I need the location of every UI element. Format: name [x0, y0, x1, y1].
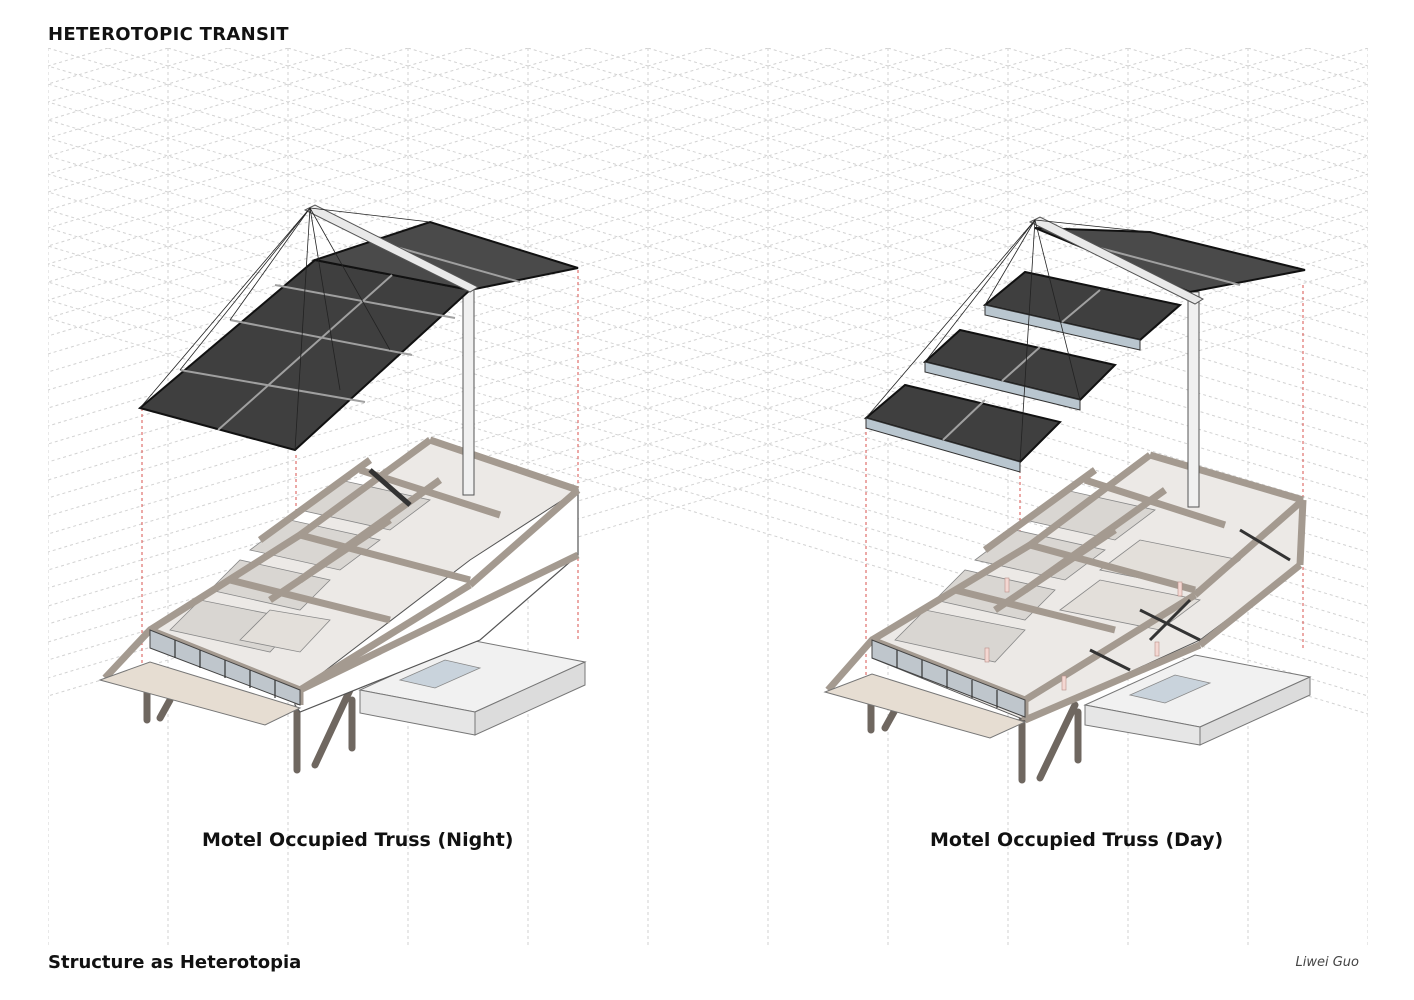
truss-frame-day — [825, 451, 1307, 724]
grid-line — [48, 48, 1129, 373]
grid-line — [48, 48, 889, 301]
suspension-cables — [139, 207, 431, 451]
occupant-figures-day — [984, 577, 1183, 691]
grid-line — [48, 48, 949, 319]
grid-line — [48, 48, 649, 229]
grid-line — [48, 48, 589, 211]
grid-line — [467, 48, 1368, 319]
cantilever-arm-day — [1028, 216, 1205, 305]
grid-line — [827, 48, 1368, 211]
grid-line — [587, 48, 1368, 283]
grid-line — [48, 48, 1368, 445]
cantilever-arm — [303, 204, 480, 293]
grid-line — [48, 48, 1009, 337]
grid-line — [287, 48, 1368, 373]
grid-line — [48, 48, 829, 283]
grid-line — [647, 48, 1368, 265]
grid-line — [48, 48, 1309, 427]
grid-line — [48, 65, 1368, 463]
day-drawing-caption: Motel Occupied Truss (Day) — [930, 829, 1224, 851]
grid-line — [707, 48, 1368, 247]
night-drawing-caption: Motel Occupied Truss (Night) — [202, 829, 514, 851]
grid-line — [48, 299, 1368, 697]
grid-line — [48, 119, 1368, 517]
grid-line — [48, 48, 1249, 409]
grid-line — [107, 48, 1368, 427]
grid-line — [48, 263, 1368, 661]
grid-line — [48, 227, 1368, 625]
grid-line — [48, 83, 1368, 481]
grid-line — [48, 101, 1368, 499]
grid-line — [48, 101, 1368, 499]
grid-line — [48, 48, 769, 265]
grid-line — [767, 48, 1368, 229]
grid-line — [527, 48, 1368, 301]
grid-line — [407, 48, 1368, 337]
grid-line — [48, 48, 709, 247]
suspension-cables-day — [865, 219, 1151, 463]
grid-line — [48, 263, 1368, 661]
entry-deck-day — [823, 673, 1027, 739]
cross-bracing-day — [1089, 528, 1291, 672]
grid-line — [48, 83, 1368, 481]
grid-line — [48, 48, 1368, 445]
grid-line — [48, 119, 1368, 517]
glazed-facade-day — [871, 639, 1026, 718]
grid-line — [48, 48, 1069, 355]
grid-line — [48, 65, 1368, 463]
support-legs — [143, 686, 356, 774]
mast-column-day — [1187, 291, 1200, 508]
grid-line — [48, 48, 1189, 391]
grid-line — [167, 48, 1368, 409]
entry-deck — [98, 661, 302, 726]
grid-line — [227, 48, 1368, 391]
author-credit: Liwei Guo — [1295, 955, 1360, 970]
grid-line — [48, 155, 1368, 553]
page-title: HETEROTOPIC TRANSIT — [48, 24, 289, 45]
grid-line — [347, 48, 1368, 355]
lower-bedroom-unit-day — [1083, 654, 1312, 746]
day-roof-canopy — [863, 227, 1306, 473]
page-subtitle: Structure as Heterotopia — [48, 952, 302, 973]
lower-bedroom-unit — [358, 639, 587, 736]
